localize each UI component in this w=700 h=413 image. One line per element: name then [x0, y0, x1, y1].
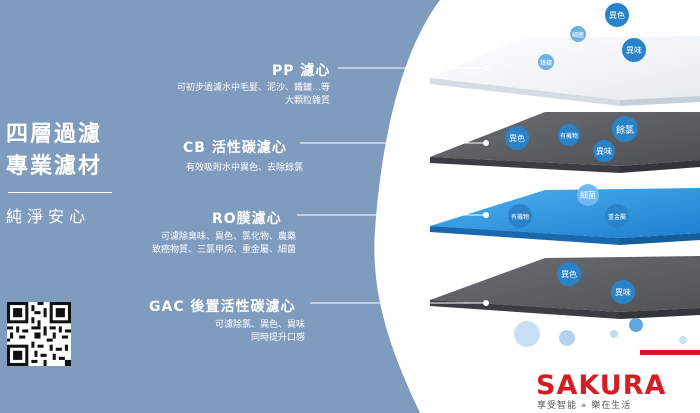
cb-label-bubble: 餘氯	[612, 116, 638, 142]
brand-tagline: 享受智能 » 樂在生活	[537, 401, 632, 411]
gac-label-bubble: 異味	[611, 280, 635, 304]
ro-filter-desc-line: 可濾除臭味、異色、氯化物、農藥	[160, 232, 296, 242]
headline-line-2: 專業濾材	[6, 154, 103, 179]
cb-label-bubble: 異色	[505, 126, 529, 150]
cb-label-bubble: 有機物	[558, 124, 580, 146]
ro-layer	[430, 188, 700, 245]
decor-bubble	[629, 318, 643, 332]
pp-filter-desc-line: 大顆粒雜質	[284, 96, 330, 106]
pp-label-bubble: 異色	[605, 3, 629, 27]
pp-layer	[430, 36, 700, 106]
decor-bubble	[559, 330, 575, 346]
pp-label-bubble: 鐵鏽	[538, 54, 554, 70]
decor-bubble	[610, 330, 618, 338]
gac-filter-desc: 可濾除氯、異色、異味 同時提升口感	[215, 319, 305, 345]
headline-divider	[8, 192, 112, 193]
pp-filter-desc-line: 可初步過濾水中毛髮、泥沙、鐵鏽…等	[176, 83, 330, 93]
cb-filter-desc: 有效吸附水中異色、去除餘氯	[186, 162, 303, 175]
gac-filter-desc-line: 可濾除氯、異色、異味	[214, 320, 305, 330]
gac-filter-desc-line: 同時提升口感	[250, 333, 305, 343]
gac-label-bubble: 異色	[557, 262, 581, 286]
cb-filter-desc-line: 有效吸附水中異色、去除餘氯	[185, 163, 303, 173]
pp-filter-desc: 可初步過濾水中毛髮、泥沙、鐵鏽…等 大顆粒雜質	[177, 82, 330, 108]
background-panel	[0, 0, 440, 413]
cb-label-bubble: 異味	[593, 140, 615, 162]
ro-label-bubble: 重金屬	[605, 204, 629, 228]
qr-code-icon	[7, 302, 71, 366]
brand-logo: SAKURA	[536, 370, 667, 401]
headline-line-1: 四層過濾	[6, 122, 103, 147]
pp-filter-title: PP 濾心	[272, 63, 331, 79]
ro-filter-desc: 可濾除臭味、異色、氯化物、農藥 致癌物質、三氯甲烷、重金屬、細菌	[152, 231, 296, 257]
ro-filter-title: RO膜濾心	[212, 211, 282, 227]
subline: 純淨安心	[6, 207, 91, 226]
decor-bubble	[679, 336, 687, 344]
cb-filter-title: CB 活性碳濾心	[183, 140, 287, 156]
ro-label-bubble: 有機物	[508, 204, 532, 228]
ro-filter-desc-line: 致癌物質、三氯甲烷、重金屬、細菌	[151, 245, 296, 255]
pp-label-bubble: 異味	[622, 38, 646, 62]
brand-stripe	[640, 350, 700, 355]
gac-filter-title: GAC 後置活性碳濾心	[149, 299, 296, 315]
ro-label-bubble: 細菌	[577, 184, 599, 206]
decor-bubble	[514, 321, 540, 347]
pp-label-bubble: 細菌	[570, 26, 586, 42]
